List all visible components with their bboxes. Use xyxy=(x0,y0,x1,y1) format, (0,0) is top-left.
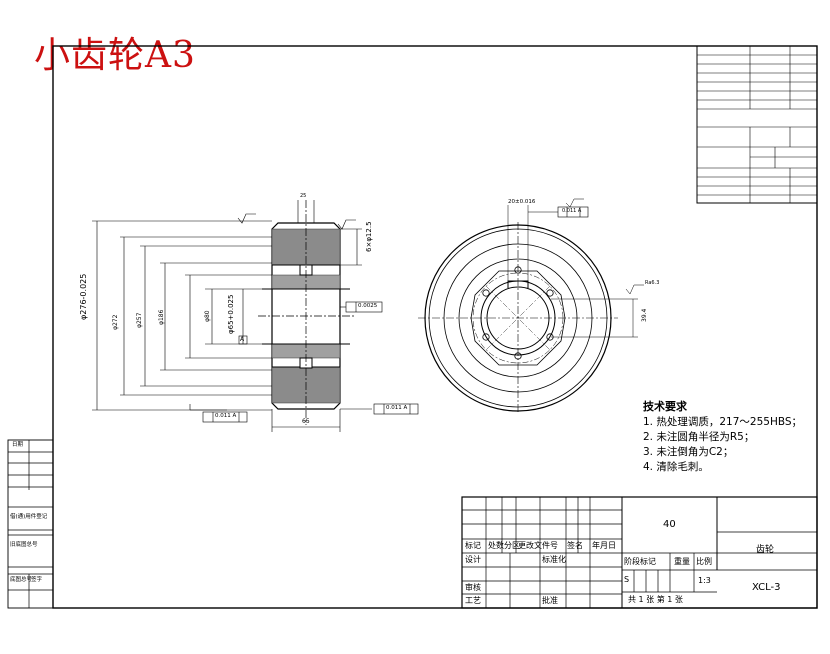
datum-a-label: A xyxy=(240,336,245,343)
tech-req-item: 1. 热处理调质，217～255HBS； xyxy=(643,416,803,428)
stage-header: 重量 xyxy=(674,557,690,566)
gear-parameter-table xyxy=(696,45,818,204)
material-cell: 40 xyxy=(663,519,676,530)
role-label: 设计 xyxy=(465,555,481,564)
dim-od-tolerance: φ276-0.025 xyxy=(79,273,88,320)
dim-272: φ272 xyxy=(112,314,119,330)
roughness-right: Ra6.3 xyxy=(645,280,660,286)
scale-cell: 1:3 xyxy=(698,576,711,585)
rev-header: 更改文件号 xyxy=(518,541,558,550)
technical-requirements: 技术要求 1. 热处理调质，217～255HBS； 2. 未注圆角半径为R5； … xyxy=(643,399,802,475)
approve-label: 批准 xyxy=(542,596,558,605)
left-filing-strip xyxy=(7,439,54,609)
stage-header: 比例 xyxy=(696,557,712,566)
part-name-cell: 齿轮 xyxy=(756,545,775,555)
tech-req-item: 2. 未注圆角半径为R5； xyxy=(643,431,755,443)
tol-frame-bottom-right: 0.011 A xyxy=(386,405,408,411)
dim-80: φ80 xyxy=(204,310,211,322)
rev-header: 年月日 xyxy=(592,541,616,550)
drawing-number-cell: XCL-3 xyxy=(752,582,781,593)
flatness-tolerance: 0.0025 xyxy=(358,303,378,309)
rev-header: 处数 xyxy=(488,541,504,550)
drawing-title-stamp: 小齿轮A3 xyxy=(34,35,196,76)
dim-top-width: 25 xyxy=(300,193,307,199)
strip-label: 底图总号 xyxy=(10,577,33,583)
dim-186: φ186 xyxy=(158,309,165,325)
standardize-label: 标准化 xyxy=(542,555,566,564)
sheet-info-cell: 共 1 张 第 1 张 xyxy=(628,595,683,604)
dim-width: 65 xyxy=(302,418,310,425)
gear-section-view xyxy=(92,200,419,432)
drawing-border xyxy=(52,45,818,609)
rev-header: 签名 xyxy=(567,541,583,550)
stage-header: 阶段标记 xyxy=(624,557,656,566)
dim-shaft: 39.4 xyxy=(641,308,648,322)
strip-label: 旧底图总号 xyxy=(10,542,38,548)
title-block xyxy=(461,496,818,609)
role-label: 工艺 xyxy=(465,596,481,605)
strip-label: 签字 xyxy=(31,577,43,583)
rev-header: 分区 xyxy=(504,541,520,550)
tech-req-item: 4. 清除毛刺。 xyxy=(643,461,709,473)
dim-257: φ257 xyxy=(136,312,143,328)
rev-header: 标记 xyxy=(465,541,481,550)
role-label: 审核 xyxy=(465,583,481,592)
strip-label: 日期 xyxy=(12,442,24,448)
stage-letter-cell: S xyxy=(624,575,630,584)
tech-req-item: 3. 未注倒角为C2； xyxy=(643,446,734,458)
strip-label: 借(通)用件登记 xyxy=(10,514,48,520)
tol-frame-keyway: 0.011 A xyxy=(562,208,582,214)
gear-front-view xyxy=(418,198,644,414)
tol-frame-bottom-left: 0.011 A xyxy=(215,413,237,419)
dim-bore: φ65+0.025 xyxy=(227,294,235,334)
dim-keyway: 20±0.016 xyxy=(508,199,536,205)
tech-req-heading: 技术要求 xyxy=(643,400,687,413)
dim-side-note: 6×φ12.5 xyxy=(365,221,373,252)
